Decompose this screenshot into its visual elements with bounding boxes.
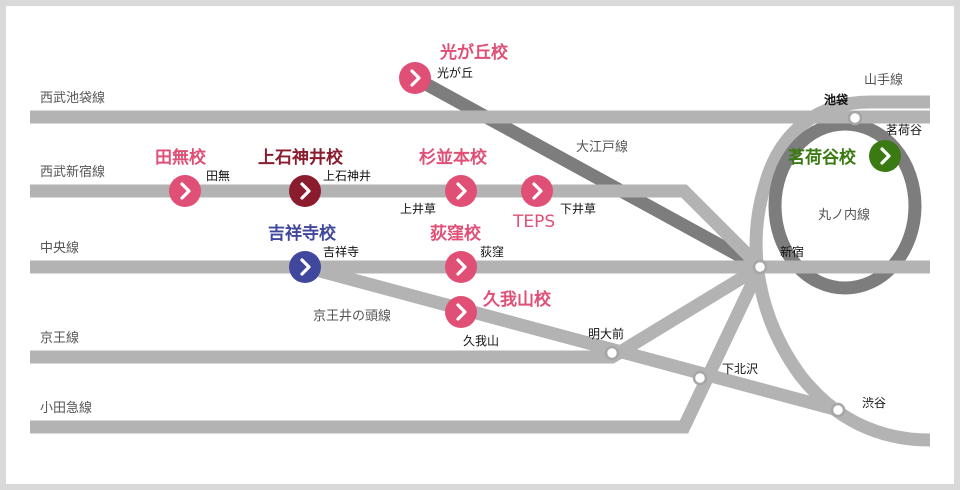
school-label-myogadani[interactable]: 茗荷谷校 [788, 147, 857, 168]
station-label-shibuya: 渋谷 [862, 396, 886, 410]
school-marker-kamishakujii[interactable] [289, 175, 321, 207]
station-label-tanashi: 田無 [206, 168, 230, 183]
school-marker-teps[interactable] [521, 175, 553, 207]
school-label-tanashi[interactable]: 田無校 [155, 147, 207, 168]
label-chuo: 中央線 [40, 240, 79, 256]
school-marker-hikarigaoka[interactable] [399, 62, 431, 94]
school-label-kugayama[interactable]: 久我山校 [483, 289, 552, 310]
school-marker-myogadani[interactable] [869, 140, 901, 172]
school-label-teps[interactable]: TEPS [512, 212, 555, 232]
station-label-meidaimae: 明大前 [588, 326, 624, 341]
station-dot-shinjuku [752, 259, 768, 275]
school-label-kamishakujii[interactable]: 上石神井校 [258, 147, 344, 168]
station-label-shimoigusa: 下井草 [560, 202, 596, 216]
label-marunouchi: 丸ノ内線 [818, 207, 870, 223]
station-label-ogikubo: 荻窪 [480, 244, 504, 259]
odakyu-line [30, 264, 766, 434]
school-marker-suginamihoncho[interactable] [445, 175, 477, 207]
station-dot-shibuya [830, 402, 846, 418]
inokashira-line [303, 260, 840, 417]
school-label-kichijoji[interactable]: 吉祥寺校 [268, 223, 337, 244]
station-dot-ikebukuro [847, 110, 863, 126]
station-label-kamishakujii: 上石神井 [323, 169, 371, 183]
label-yamanote: 山手線 [864, 72, 903, 88]
station-label-myogadani: 茗荷谷 [886, 123, 922, 137]
school-marker-ogikubo[interactable] [445, 251, 477, 283]
station-label-kamiigusa: 上井草 [400, 202, 436, 216]
label-inokashira: 京王井の頭線 [313, 308, 391, 324]
station-label-hikarigaoka: 光が丘 [437, 65, 473, 80]
station-label-shimokitazawa: 下北沢 [722, 362, 758, 376]
school-label-ogikubo[interactable]: 荻窪校 [430, 223, 482, 244]
seibu-shinjuku-line [30, 184, 765, 272]
station-label-shinjuku: 新宿 [780, 244, 804, 259]
station-dot-shimokitazawa [692, 370, 708, 386]
school-marker-kugayama[interactable] [445, 296, 477, 328]
label-seibu-ikebukuro: 西武池袋線 [40, 90, 105, 106]
label-seibu-shinjuku: 西武新宿線 [40, 164, 105, 180]
school-marker-kichijoji[interactable] [289, 251, 321, 283]
label-odakyu: 小田急線 [40, 400, 92, 416]
station-label-kichijoji: 吉祥寺 [323, 245, 359, 259]
station-label-ikebukuro: 池袋 [824, 92, 849, 107]
label-keio: 京王線 [40, 330, 79, 346]
marunouchi-line [768, 117, 922, 295]
station-dot-meidaimae [604, 345, 620, 361]
school-label-hikarigaoka[interactable]: 光が丘校 [439, 42, 509, 63]
oedo-line [411, 72, 764, 273]
label-oedo: 大江戸線 [576, 139, 628, 155]
station-label-kugayama: 久我山 [463, 334, 499, 348]
school-label-suginamihoncho[interactable]: 杉並本校 [419, 147, 488, 168]
school-marker-tanashi[interactable] [169, 175, 201, 207]
